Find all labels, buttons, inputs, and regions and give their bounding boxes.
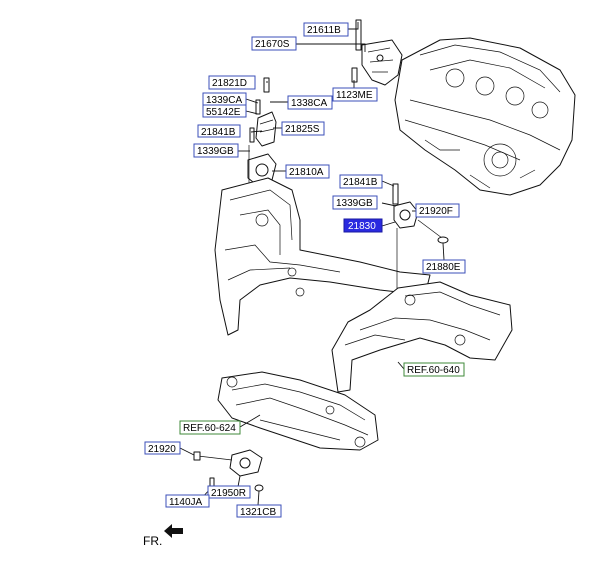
label-1123ME-text: 1123ME	[336, 90, 373, 101]
label-21841B-mid-text: 21841B	[343, 177, 378, 188]
label-21920F[interactable]: 21920F	[415, 203, 460, 218]
left-side-member-drawing	[214, 177, 431, 336]
label-21611B-text: 21611B	[307, 25, 341, 36]
front-arrow-icon	[164, 524, 183, 538]
front-label: FR.	[143, 534, 162, 548]
label-21841B-mid[interactable]: 21841B	[339, 174, 383, 189]
label-21920[interactable]: 21920	[144, 441, 181, 455]
label-21841B-top-text: 21841B	[201, 127, 236, 138]
upper-bracket-drawing	[351, 19, 403, 86]
label-21830-text: 21830	[348, 221, 376, 232]
label-1321CB[interactable]: 1321CB	[236, 504, 282, 518]
right-mount-drawing	[392, 183, 449, 300]
label-21825S-text: 21825S	[285, 124, 320, 135]
leader-lines	[179, 22, 445, 506]
label-1338CA[interactable]: 1338CA	[287, 95, 333, 110]
label-21825S[interactable]: 21825S	[281, 121, 325, 136]
label-1339GB-top-text: 1339GB	[197, 146, 234, 157]
label-1339CA[interactable]: 1339CA	[202, 92, 247, 106]
label-21920F-text: 21920F	[419, 206, 453, 217]
label-1140JA-text: 1140JA	[169, 497, 203, 508]
label-21670S[interactable]: 21670S	[251, 36, 297, 51]
label-55142E-text: 55142E	[206, 107, 241, 118]
label-21611B[interactable]: 21611B	[303, 22, 349, 37]
label-1339CA-text: 1339CA	[206, 95, 242, 106]
label-21841B-top[interactable]: 21841B	[197, 124, 241, 138]
label-1339GB-top[interactable]: 1339GB	[193, 143, 239, 158]
label-1339GB-mid[interactable]: 1339GB	[332, 195, 378, 210]
label-21950R-text: 21950R	[211, 488, 246, 499]
label-1321CB-text: 1321CB	[240, 507, 276, 518]
label-21920-text: 21920	[148, 444, 176, 455]
front-direction-indicator: FR.	[143, 524, 183, 548]
right-side-member-drawing	[331, 281, 513, 393]
label-1339GB-mid-text: 1339GB	[336, 198, 373, 209]
sub-frame-drawing	[217, 371, 379, 451]
roll-rod-drawing	[193, 449, 264, 492]
label-21880E[interactable]: 21880E	[422, 259, 466, 274]
label-1338CA-text: 1338CA	[291, 98, 327, 109]
label-21880E-text: 21880E	[426, 262, 461, 273]
engine-block-drawing	[394, 37, 576, 196]
label-21810A[interactable]: 21810A	[285, 164, 330, 179]
label-1123ME[interactable]: 1123ME	[332, 87, 378, 102]
ref-60-640[interactable]: REF.60-640	[403, 362, 465, 377]
label-21821D[interactable]: 21821D	[208, 75, 256, 90]
label-55142E[interactable]: 55142E	[202, 104, 247, 118]
ref-60-624[interactable]: REF.60-624	[179, 420, 241, 435]
label-21670S-text: 21670S	[255, 39, 290, 50]
label-21810A-text: 21810A	[289, 167, 324, 178]
label-21830-selected[interactable]: 21830	[343, 218, 383, 233]
ref-60-624-text: REF.60-624	[183, 423, 236, 434]
label-21821D-text: 21821D	[212, 78, 247, 89]
label-1140JA[interactable]: 1140JA	[165, 494, 210, 508]
label-21950R[interactable]: 21950R	[207, 485, 251, 499]
ref-60-640-text: REF.60-640	[407, 365, 460, 376]
